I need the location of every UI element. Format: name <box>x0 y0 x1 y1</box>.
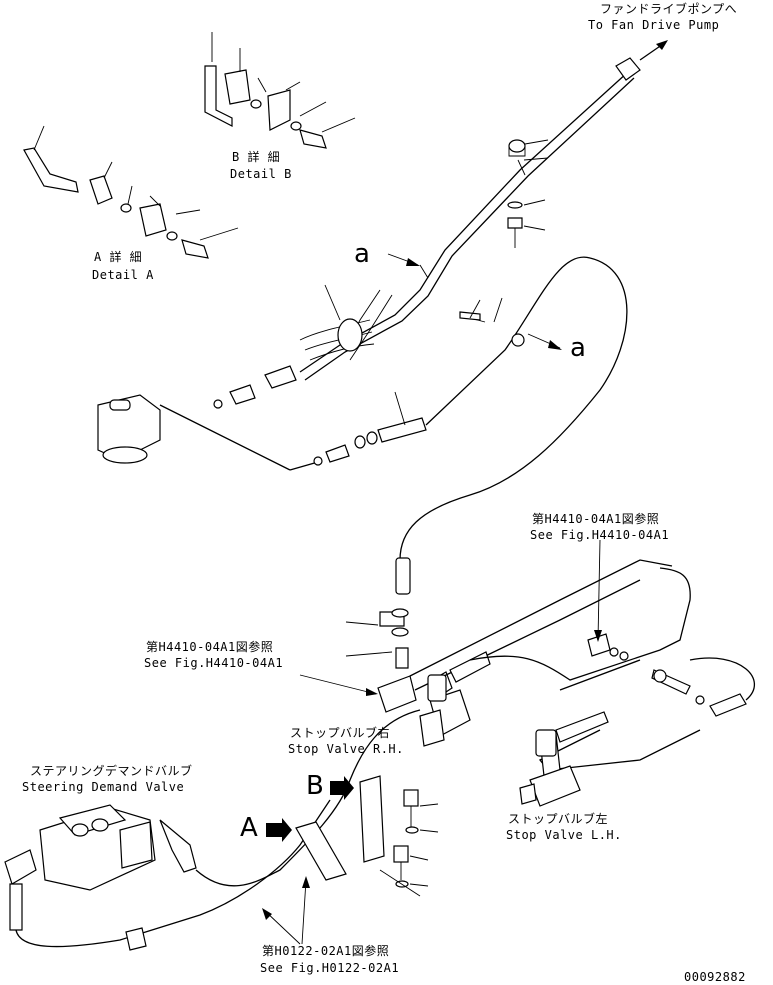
detail-b-exploded-parts <box>204 32 356 149</box>
view-a-letter: A <box>240 813 259 843</box>
pump-and-fittings-upper <box>97 365 427 471</box>
ref-h4410-right-en: See Fig.H4410-04A1 <box>530 528 670 542</box>
detail-b-title-en: Detail B <box>230 167 292 181</box>
stop-valve-rh-label-jp: ストップバルブ右 <box>290 726 391 740</box>
vertical-hose-to-valve <box>345 557 411 669</box>
return-hose-loop <box>399 256 628 561</box>
detail-a-title-jp: A 詳 細 <box>94 250 143 264</box>
detail-a-exploded-parts <box>23 125 239 259</box>
steering-demand-valve-label-jp: ステアリングデマンドバルブ <box>30 764 193 778</box>
stop-valve-lh-label-en: Stop Valve L.H. <box>506 828 622 842</box>
fan-drive-pump-label-en: To Fan Drive Pump <box>588 18 720 32</box>
detail-b-title-jp: B 詳 細 <box>232 150 281 164</box>
detail-a-title-en: Detail A <box>92 268 154 282</box>
callout-a-right: a <box>570 333 587 363</box>
ref-h4410-left-en: See Fig.H4410-04A1 <box>144 656 284 670</box>
drawing-number: 00092882 <box>684 970 746 984</box>
reference-leaders <box>262 253 562 945</box>
clamp-detail-a-b-installed <box>295 775 439 897</box>
ref-h0122-en: See Fig.H0122-02A1 <box>260 961 400 975</box>
steering-demand-valve <box>4 709 421 951</box>
steering-demand-valve-label-en: Steering Demand Valve <box>22 780 185 794</box>
fan-drive-pump-label-jp: ファンドライブポンプへ <box>600 2 738 16</box>
stop-valve-lh <box>519 711 609 807</box>
piping-right-side <box>469 539 756 771</box>
stop-valve-lh-label-jp: ストップバルブ左 <box>508 812 609 826</box>
view-arrows <box>266 776 354 842</box>
stop-valve-rh-label-en: Stop Valve R.H. <box>288 742 404 756</box>
callout-a-upper: a <box>354 239 371 269</box>
view-b-letter: B <box>306 771 325 801</box>
hose-clamp-upper <box>507 139 549 248</box>
valve-tee-fitting <box>377 559 673 713</box>
wire-harness-bundle <box>299 284 393 361</box>
ref-h0122-jp: 第H0122-02A1図参照 <box>262 944 390 958</box>
ref-h4410-left-jp: 第H4410-04A1図参照 <box>146 640 274 654</box>
stop-valve-rh <box>419 674 471 747</box>
ref-h4410-right-jp: 第H4410-04A1図参照 <box>532 512 660 526</box>
